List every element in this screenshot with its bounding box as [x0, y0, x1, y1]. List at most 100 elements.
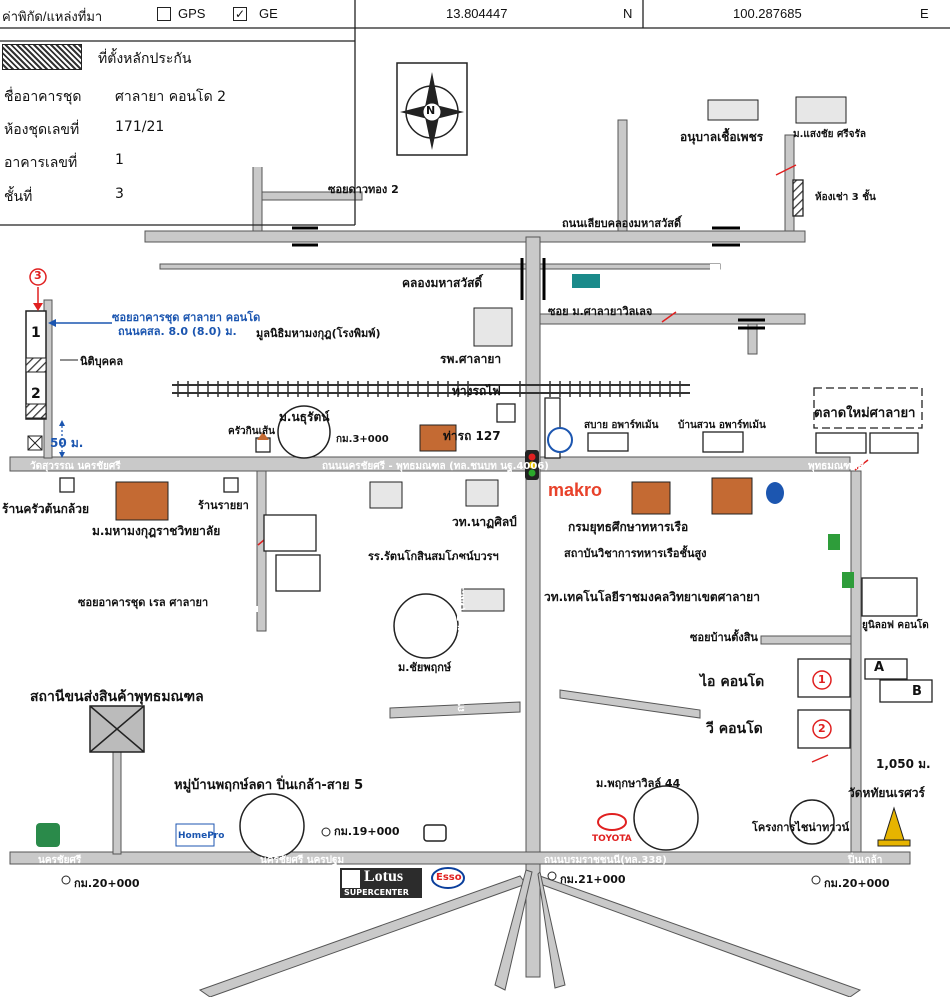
phutthamonthon-4-label: พุทธมณฑลสาย 4 — [808, 461, 886, 472]
distance-1050-label: 1,050 ม. — [876, 757, 931, 771]
rp-salaya-label: รพ.ศาลายา — [440, 352, 502, 366]
sathaban-wicha-label: สถาบันวิชาการทหารเรือชั้นสูง — [564, 547, 707, 560]
toyota-logo: TOYOTA — [592, 834, 632, 844]
km-20000-east-label: กม.20+000 — [824, 877, 890, 890]
anuban-label: อนุบาลเชื้อเพชร — [680, 130, 764, 144]
m-natorut-label: ม.นธุรัตน์ — [279, 410, 330, 424]
longitude-direction: E — [920, 6, 929, 21]
latitude-value: 13.804447 — [446, 6, 508, 21]
hong-chao-label: ห้องเช่า 3 ชั้น — [815, 192, 876, 203]
legend-row-label: ห้องชุดเลขที่ — [4, 122, 80, 138]
i-condo-label: ไอ คอนโด — [700, 674, 765, 690]
km-20000-west-label: กม.20+000 — [74, 877, 140, 890]
marker-1-label: 1 — [818, 673, 826, 686]
ge-checkbox[interactable]: ✓ — [233, 7, 247, 21]
rr-rattana-label: รร.รัตนโกสินสมโภชน์บวรฯ — [368, 550, 499, 563]
legend-row-value: 3 — [115, 186, 124, 202]
lotus-sub-logo: SUPERCENTER — [344, 888, 409, 897]
km-markers — [61, 827, 821, 885]
m-saengchai-label: ม.แสงชัย ศรีจรัล — [793, 129, 867, 140]
building-1-label: 1 — [31, 325, 41, 341]
soi-baan-tang-sin-label: ซอยบ้านตั้งสิน — [690, 631, 758, 644]
muban-phruksa-label: หมู่บ้านพฤกษ์ลดา ปิ่นเกล้า-สาย 5 — [174, 778, 364, 793]
marker-b-label: B — [912, 684, 922, 699]
legend-row-value: ศาลายา คอนโด 2 — [115, 89, 227, 105]
header-frame — [0, 0, 950, 226]
khrongkan-chaina-label: โครงการไชน่าทาวน์ — [752, 821, 850, 834]
nakhon-pathom-label: นครชัยศรี นครปฐม — [260, 855, 345, 866]
esso-logo: Esso — [436, 872, 462, 883]
marker-2-label: 2 — [818, 722, 826, 735]
m-chaiyaphruek-label: ม.ชัยพฤกษ์ — [398, 661, 452, 674]
longitude-value: 100.287685 — [733, 6, 802, 21]
phet-road-label: ถนนบรมราชชนนี(ทล.338) — [544, 855, 667, 866]
building-2-label: 2 — [31, 386, 41, 402]
nakhon-chaisi-west-label: นครชัยศรี — [38, 855, 82, 866]
bridges — [292, 226, 765, 330]
legend-row-label: อาคารเลขที่ — [4, 155, 78, 171]
compass-icon — [396, 62, 468, 156]
v-condo-label: วี คอนโด — [706, 721, 763, 737]
nitibukkhon-label: นิติบุคคล — [80, 355, 124, 368]
compass-letter: N — [426, 104, 436, 117]
traffic-light-icon — [525, 450, 539, 480]
wat-suwan-label: วัดสุวรรณ นครชัยศรี — [30, 461, 121, 472]
pin-klao-label: ปิ่นเกล้า — [848, 855, 883, 866]
lotus-logo: Lotus — [364, 868, 404, 885]
distance-50-label: 50 ม. — [50, 436, 84, 450]
soi-reyle-label: ซอยอาคารชุด เรล ศาลายา — [78, 596, 209, 609]
brand-logos — [36, 274, 911, 898]
homepro-logo: HomePro — [178, 831, 225, 841]
railway-label: ทางรถไฟ — [452, 384, 501, 398]
map-boxes — [59, 179, 933, 749]
collateral-buildings — [25, 268, 112, 458]
gps-label: GPS — [178, 6, 206, 21]
m-mahamongkut-label: ม.มหามงกุฎราชวิทยาลัย — [92, 524, 221, 538]
m-phruksaville-label: ม.พฤกษาวิลล์ 44 — [596, 777, 681, 790]
legend-row-value: 1 — [115, 152, 124, 168]
transport-station-icon — [89, 705, 145, 753]
raan-raiya-label: ร้านรายยา — [198, 499, 249, 512]
khlong-label: คลองมหาสวัสดิ์ — [402, 276, 483, 290]
legend-row-label: ชื่ออาคารชุด — [4, 89, 82, 105]
marker-a-label: A — [874, 660, 885, 675]
vertical-road-label: ถนนพุทธมณฑลสาย 5 (ทล.3414) — [456, 557, 467, 712]
gps-checkbox[interactable] — [157, 7, 171, 21]
railway — [172, 381, 690, 397]
mulanithi-label: มูลนิธิมหามงกุฎ(โรงพิมพ์) — [256, 327, 381, 340]
baan-suan-label: บ้านสวน อพาร์ทเม้น — [678, 420, 766, 431]
soi-condo-label: ซอยอาคารชุด ศาลายา คอนโด — [112, 311, 261, 324]
soi-kaewthong-label: ซอยดาวทอง 2 — [328, 183, 399, 196]
wt-technology-label: วท.เทคโนโลยีราชมงคลวิทยาเขตศาลายา — [544, 590, 760, 604]
building-icons — [115, 96, 847, 612]
krom-yutha-label: กรมยุทธศึกษาทหารเรือ — [568, 520, 689, 534]
wt-natasin-label: วท.นาฏศิลป์ — [452, 515, 517, 529]
tharot-label: ท่ารถ 127 — [443, 429, 501, 443]
talad-mai-label: ตลาดใหม่ศาลายา — [814, 406, 916, 421]
legend-row-value: 171/21 — [115, 119, 165, 135]
area-circles — [239, 405, 835, 859]
soi-m-salaya-label: ซอย ม.ศาลายาวิลเลจ — [548, 305, 653, 318]
coord-label: ค่าพิกัด/แหล่งที่มา — [2, 9, 103, 24]
collateral-swatch — [2, 44, 82, 70]
km-21000-label: กม.21+000 — [560, 873, 626, 886]
sathani-khonsong-label: สถานีขนส่งสินค้าพุทธมณฑล — [30, 689, 204, 705]
khrua-kin-sen-label: ครัวกินเส้น — [228, 426, 275, 437]
unilop-condo-label: ยูนิลอฟ คอนโด — [862, 620, 929, 631]
sabai-apartment-label: สบาย อพาร์ทเม้น — [584, 420, 659, 431]
raan-khrua-label: ร้านครัวต้นกล้วย — [2, 502, 89, 516]
makro-logo: makro — [548, 480, 603, 500]
road-network — [9, 119, 911, 997]
wat-haiyan-label: วัดหทัยนเรศวร์ — [848, 786, 925, 800]
collateral-number-label: 3 — [34, 269, 42, 282]
legend-row-label: ชั้นที่ — [4, 189, 33, 205]
thanon-liap-label: ถนนเลียบคลองมหาสวัสดิ์ — [562, 217, 682, 230]
main-road-label: ถนนนครชัยศรี - พุทธมณฑล (ทล.ชนบท นฐ.4006… — [322, 461, 549, 472]
ge-label: GE — [259, 6, 278, 21]
km-19000-label: กม.19+000 — [334, 825, 400, 838]
collateral-label: ที่ตั้งหลักประกัน — [98, 51, 192, 67]
km-3000-label: กม.3+000 — [336, 434, 389, 445]
red-circle-markers — [812, 670, 832, 739]
latitude-direction: N — [623, 6, 633, 21]
